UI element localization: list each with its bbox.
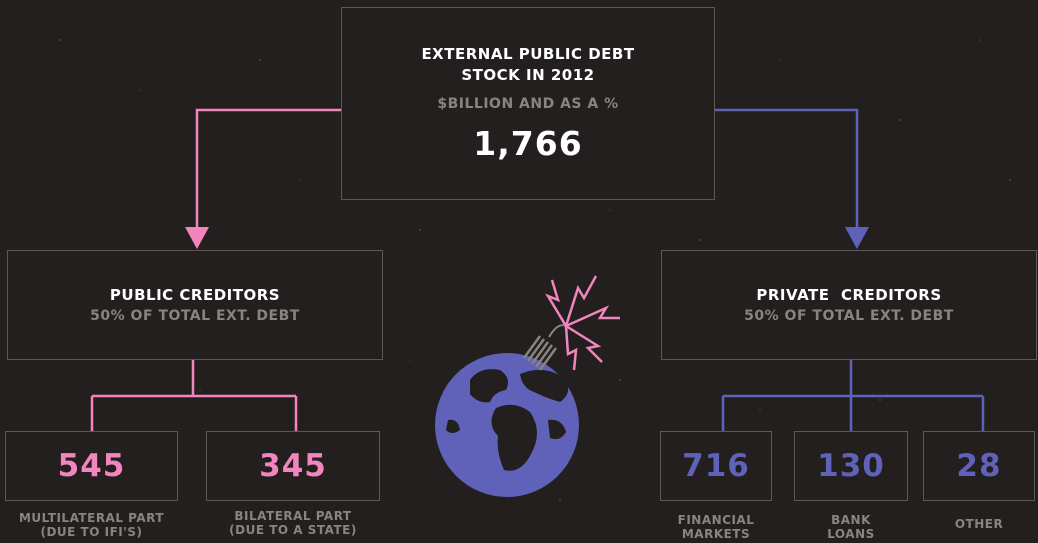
public-connectors <box>90 108 341 431</box>
root-debt-box: EXTERNAL PUBLIC DEBT STOCK IN 2012 $BILL… <box>341 7 715 200</box>
public-creditors-share: 50% OF TOTAL EXT. DEBT <box>90 307 300 324</box>
arrow-down-private-icon <box>845 227 869 249</box>
public-creditors-box: PUBLIC CREDITORS 50% OF TOTAL EXT. DEBT <box>7 250 383 360</box>
speckle-texture <box>39 39 1011 501</box>
public-multilateral-box: 545 <box>5 431 178 501</box>
root-title-line2: STOCK IN 2012 <box>461 66 595 84</box>
other-caption: OTHER <box>954 517 1004 531</box>
root-total: 1,766 <box>473 124 583 163</box>
root-subtitle: $BILLION AND AS A % <box>437 96 619 112</box>
private-financial-markets-box: 716 <box>660 431 772 501</box>
private-creditors-box: PRIVATE CREDITORS 50% OF TOTAL EXT. DEBT <box>661 250 1037 360</box>
bank-loans-caption: BANK LOANS <box>827 513 875 541</box>
multilateral-caption: MULTILATERAL PART (DUE TO IFI'S) <box>18 511 165 539</box>
financial-markets-value: 716 <box>682 448 750 484</box>
arrow-down-public-icon <box>185 227 209 249</box>
public-bilateral-box: 345 <box>206 431 380 501</box>
bomb-globe-icon <box>435 275 620 497</box>
other-value: 28 <box>956 448 1002 484</box>
financial-markets-caption: FINANCIAL MARKETS <box>677 513 755 541</box>
multilateral-value: 545 <box>57 448 126 484</box>
private-creditors-title: PRIVATE CREDITORS <box>756 285 942 304</box>
root-title-line1: EXTERNAL PUBLIC DEBT <box>421 45 635 63</box>
private-creditors-share: 50% OF TOTAL EXT. DEBT <box>744 307 954 324</box>
bilateral-value: 345 <box>259 448 327 484</box>
private-bank-loans-box: 130 <box>794 431 908 501</box>
bank-loans-value: 130 <box>817 448 885 484</box>
private-connectors <box>715 108 985 431</box>
bilateral-caption: BILATERAL PART (DUE TO A STATE) <box>229 509 357 537</box>
private-other-box: 28 <box>923 431 1035 501</box>
public-creditors-title: PUBLIC CREDITORS <box>109 285 281 304</box>
